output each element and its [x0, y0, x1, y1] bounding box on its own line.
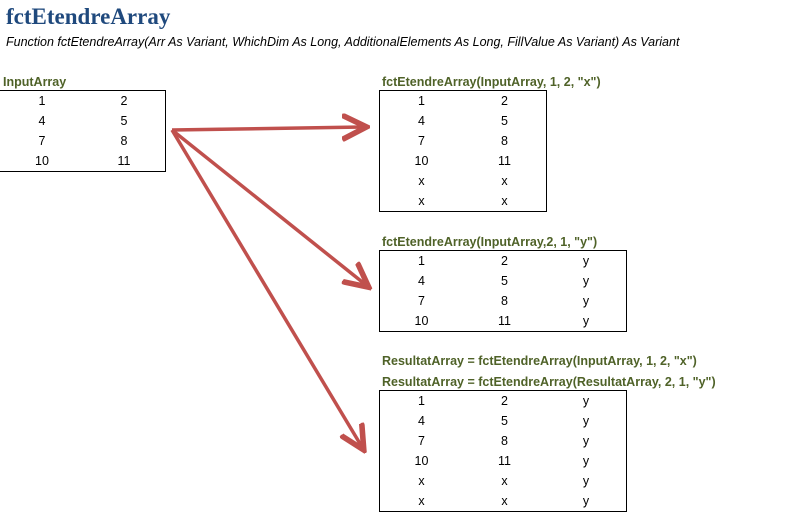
table-cell: 8	[501, 134, 508, 148]
table-cell: y	[582, 494, 590, 508]
table-cell: 7	[418, 434, 425, 448]
example3-label-line1: ResultatArray = fctEtendreArray(InputArr…	[382, 354, 697, 368]
table-cell: 1	[418, 394, 425, 408]
table-cell: 11	[498, 454, 511, 468]
table-cell: 2	[501, 254, 508, 268]
input-array-label: InputArray	[3, 75, 67, 89]
table-cell: x	[501, 174, 508, 188]
table-cell: 11	[498, 314, 511, 328]
table-cell: y	[582, 394, 590, 408]
table-cell: y	[582, 314, 590, 328]
example2-table: 1 2 y 4 5 y 7 8 y 10 11 y	[379, 250, 627, 332]
table-cell: 5	[120, 114, 128, 128]
example3-label-line2: ResultatArray = fctEtendreArray(Resultat…	[382, 375, 716, 389]
table-row: 10 11	[0, 151, 165, 171]
table-row: 7 8 y	[380, 431, 626, 451]
example2-label: fctEtendreArray(InputArray,2, 1, "y")	[382, 235, 598, 249]
table-cell: x	[418, 174, 425, 188]
table-cell: 5	[501, 414, 508, 428]
table-cell: x	[418, 494, 425, 508]
table-cell: 7	[38, 134, 46, 148]
table-row: 10 11	[380, 151, 546, 171]
arrow-to-example1	[171, 127, 363, 130]
example1-label: fctEtendreArray(InputArray, 1, 2, "x")	[382, 75, 601, 89]
table-cell: x	[418, 194, 425, 208]
table-cell: x	[501, 474, 508, 488]
table-cell: 8	[501, 294, 508, 308]
table-row: 10 11 y	[380, 311, 626, 331]
table-row: 4 5 y	[380, 411, 626, 431]
table-cell: 1	[418, 94, 425, 108]
table-cell: 2	[120, 94, 128, 108]
table-cell: 10	[414, 314, 429, 328]
table-cell: y	[582, 294, 590, 308]
arrow-to-example2	[170, 128, 366, 285]
table-cell: 4	[418, 274, 425, 288]
table-cell: x	[501, 494, 508, 508]
table-cell: y	[582, 254, 590, 268]
table-cell: 5	[501, 274, 508, 288]
table-row: 4 5 y	[380, 271, 626, 291]
table-row: 7 8 y	[380, 291, 626, 311]
table-cell: y	[582, 274, 590, 288]
table-row: 1 2 y	[380, 251, 626, 271]
table-cell: 2	[501, 394, 508, 408]
table-cell: x	[418, 474, 425, 488]
table-row: 1 2 y	[380, 391, 626, 411]
table-cell: 4	[418, 114, 425, 128]
table-cell: 7	[418, 294, 425, 308]
table-cell: 5	[501, 114, 508, 128]
table-cell: 10	[35, 154, 49, 168]
table-cell: 4	[418, 414, 425, 428]
function-signature: Function fctEtendreArray(Arr As Variant,…	[6, 35, 680, 49]
table-cell: 1	[38, 94, 46, 108]
table-cell: 8	[120, 134, 128, 148]
table-cell: 8	[501, 434, 508, 448]
table-row: 10 11 y	[380, 451, 626, 471]
table-cell: 2	[501, 94, 508, 108]
table-cell: 1	[418, 254, 425, 268]
table-cell: x	[501, 194, 508, 208]
table-cell: y	[582, 414, 590, 428]
page-title: fctEtendreArray	[6, 4, 171, 29]
table-cell: y	[582, 434, 590, 448]
table-cell: 11	[498, 154, 511, 168]
table-cell: 4	[38, 114, 46, 128]
table-cell: 10	[414, 154, 429, 168]
table-cell: 7	[418, 134, 425, 148]
table-cell: y	[582, 474, 590, 488]
table-cell: 10	[414, 454, 429, 468]
arrow-to-example3	[170, 129, 362, 447]
table-cell: 11	[117, 154, 131, 168]
table-cell: y	[582, 454, 590, 468]
